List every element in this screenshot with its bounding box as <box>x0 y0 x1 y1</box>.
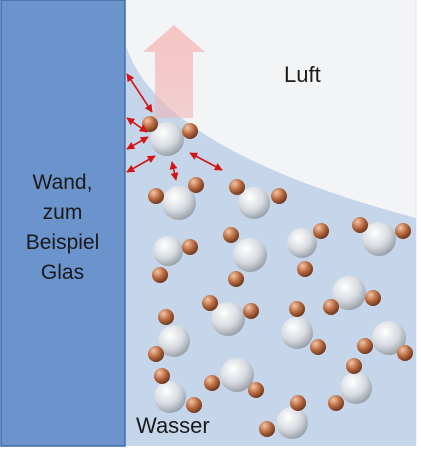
hydrogen-atom <box>365 290 381 306</box>
hydrogen-atom <box>346 358 362 374</box>
water-molecule-icon <box>328 358 372 411</box>
oxygen-atom <box>238 187 270 219</box>
oxygen-atom <box>287 228 317 258</box>
hydrogen-atom <box>182 239 198 255</box>
oxygen-atom <box>150 122 184 156</box>
hydrogen-atom <box>323 299 339 315</box>
double-headed-arrow-icon <box>126 136 149 150</box>
double-headed-arrow-icon <box>126 117 148 133</box>
hydrogen-atom <box>202 295 218 311</box>
oxygen-atom <box>220 358 254 392</box>
wall-label-line: Wand, <box>32 171 93 194</box>
oxygen-atom <box>154 381 186 413</box>
hydrogen-atom <box>289 301 305 317</box>
oxygen-atom <box>233 238 267 272</box>
oxygen-atom <box>372 321 406 355</box>
hydrogen-atom <box>148 188 164 204</box>
oxygen-atom <box>362 222 396 256</box>
wall <box>0 0 126 447</box>
hydrogen-atom <box>228 271 244 287</box>
hydrogen-atom <box>395 223 411 239</box>
hydrogen-atom <box>148 346 164 362</box>
hydrogen-atom <box>154 368 170 384</box>
double-headed-arrow-icon <box>126 73 153 113</box>
water-molecule-icon <box>148 177 204 220</box>
water-molecule-icon <box>352 217 411 256</box>
hydrogen-atom <box>352 217 368 233</box>
oxygen-atom <box>276 407 308 439</box>
water-molecule-icon <box>281 301 326 355</box>
oxygen-atom <box>158 325 190 357</box>
water-molecule-icon <box>323 276 381 315</box>
water-label: Wasser <box>136 413 210 438</box>
hydrogen-atom <box>223 227 239 243</box>
wall-label-line: zum <box>42 201 83 224</box>
double-headed-arrow-icon <box>126 155 156 173</box>
water-molecule-icon <box>202 295 259 336</box>
water-molecule-icon <box>148 309 190 362</box>
water-molecule-icon <box>204 358 264 398</box>
hydrogen-atom <box>188 177 204 193</box>
oxygen-atom <box>153 236 183 266</box>
hydrogen-atom <box>328 395 344 411</box>
wall-label: Wand, zum Beispiel Glas <box>0 168 125 288</box>
molecules-layer <box>142 116 413 439</box>
oxygen-atom <box>211 302 245 336</box>
double-headed-arrow-icon <box>169 161 179 181</box>
hydrogen-atom <box>229 179 245 195</box>
double-headed-arrow-icon <box>189 152 223 171</box>
oxygen-atom <box>281 317 313 349</box>
hydrogen-atom <box>310 339 326 355</box>
hydrogen-atom <box>182 123 198 139</box>
water-molecule-icon <box>229 179 287 219</box>
hydrogen-atom <box>152 267 168 283</box>
hydrogen-atom <box>259 421 275 437</box>
oxygen-atom <box>162 186 196 220</box>
hydrogen-atom <box>243 303 259 319</box>
oxygen-atom <box>332 276 366 310</box>
evaporation-arrow-icon <box>143 25 205 118</box>
hydrogen-atom <box>271 188 287 204</box>
air-label: Luft <box>284 62 321 87</box>
hydrogen-atom <box>297 261 313 277</box>
water-region <box>126 46 416 446</box>
hydrogen-atom <box>248 382 264 398</box>
water-molecule-icon <box>287 223 329 277</box>
hydrogen-atom <box>186 397 202 413</box>
wall-label-line: Glas <box>40 261 85 284</box>
force-arrows-layer <box>126 73 223 181</box>
water-molecule-icon <box>357 321 413 361</box>
water-molecule-icon <box>259 395 308 439</box>
hydrogen-atom <box>158 309 174 325</box>
hydrogen-atom <box>290 395 306 411</box>
oxygen-atom <box>340 372 372 404</box>
wall-label-line: Beispiel <box>25 231 100 254</box>
water-molecule-icon <box>154 368 202 413</box>
water-molecule-icon <box>152 236 198 283</box>
water-molecule-icon <box>223 227 267 287</box>
hydrogen-atom <box>313 223 329 239</box>
hydrogen-atom <box>397 345 413 361</box>
hydrogen-atom <box>357 338 373 354</box>
hydrogen-atom <box>204 375 220 391</box>
